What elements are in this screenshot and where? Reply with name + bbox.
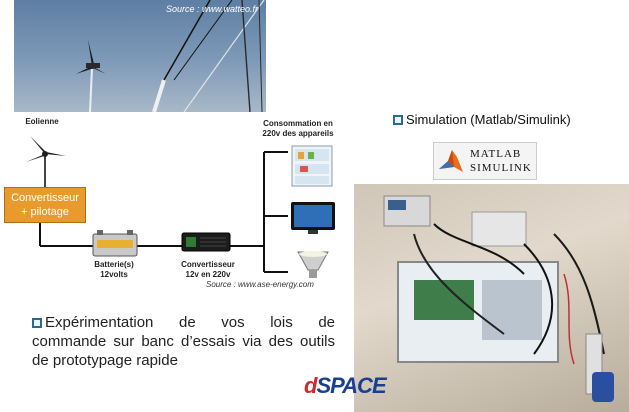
simulation-title-text: Simulation (Matlab/Simulink) xyxy=(406,112,571,127)
experimentation-line3: de prototypage rapide xyxy=(32,352,178,369)
matlab-membrane-icon xyxy=(439,150,463,172)
lamp-icon xyxy=(297,251,329,278)
experimentation-line2: commande sur banc d’essais via des outil… xyxy=(32,333,335,350)
wind-turbine-graphic xyxy=(76,0,265,112)
consommation-label: Consommation en 220v des appareils xyxy=(248,119,348,139)
convertisseur-box-line1: Convertisseur xyxy=(11,192,79,204)
consommation-label-line2: 220v des appareils xyxy=(262,129,334,138)
experimentation-text: Expérimentation de vos lois de commande … xyxy=(32,313,335,370)
eolienne-label: Eolienne xyxy=(25,117,59,126)
convertisseur-box-line2: + pilotage xyxy=(20,206,69,218)
simulink-text: SIMULINK xyxy=(470,162,532,174)
wind-turbine-photo: Source : www.watteo.fr xyxy=(14,0,266,112)
inverter-icon xyxy=(181,232,231,252)
test-bench-photo xyxy=(354,184,629,412)
convertisseur-pilotage-box: Convertisseur + pilotage xyxy=(4,187,86,223)
simulation-title: Simulation (Matlab/Simulink) xyxy=(393,112,571,127)
consommation-label-line1: Consommation en xyxy=(263,119,333,128)
fridge-icon xyxy=(291,145,333,187)
dspace-logo: dSPACE xyxy=(304,373,387,399)
tv-icon xyxy=(291,202,335,234)
battery-icon xyxy=(92,230,138,257)
test-bench-graphic xyxy=(383,195,614,402)
batterie-label-line2: 12volts xyxy=(100,270,128,279)
experimentation-line1: Expérimentation de vos lois de xyxy=(32,313,335,332)
matlab-simulink-logo: MATLAB SIMULINK xyxy=(433,142,537,180)
batterie-label-line1: Batterie(s) xyxy=(94,260,134,269)
convertisseur-12v-label: Convertisseur 12v en 220v xyxy=(172,260,244,280)
diagram-source: Source : www.ase-energy.com xyxy=(206,280,314,289)
photo-source: Source : www.watteo.fr xyxy=(165,4,258,14)
dspace-logo-d: d xyxy=(304,373,317,398)
convertisseur2-label-line1: Convertisseur xyxy=(181,260,235,269)
batterie-label: Batterie(s) 12volts xyxy=(82,260,146,280)
convertisseur2-label-line2: 12v en 220v xyxy=(185,270,231,279)
small-turbine-icon xyxy=(26,136,66,189)
matlab-text: MATLAB xyxy=(470,148,522,160)
bullet-icon xyxy=(393,115,403,125)
bullet-icon xyxy=(32,318,42,328)
dspace-logo-space: SPACE xyxy=(316,373,386,398)
